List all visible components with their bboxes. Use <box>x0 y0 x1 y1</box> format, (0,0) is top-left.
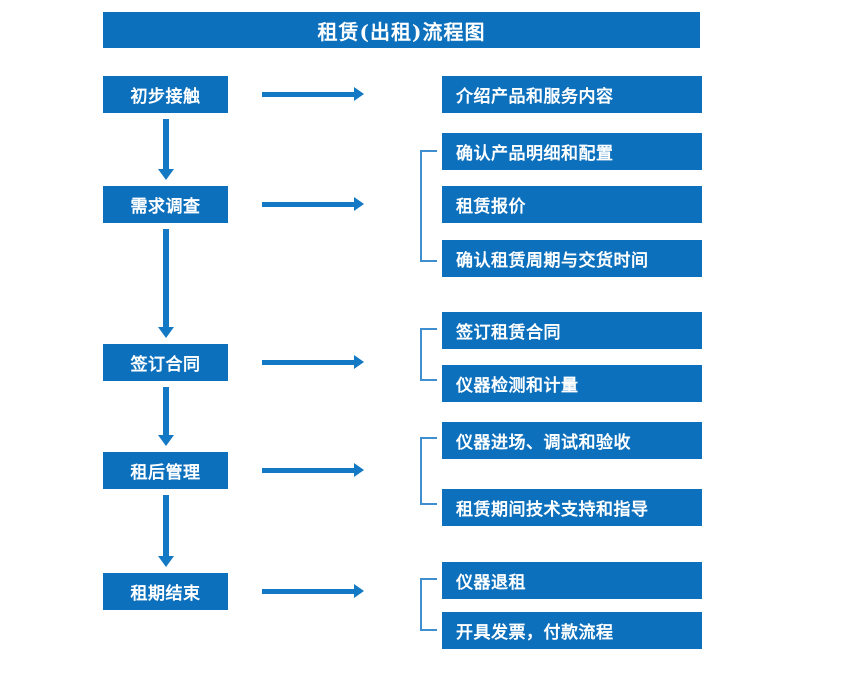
stage-label-3: 签订合同 <box>130 355 201 375</box>
detail-label-6: 仪器检测和计量 <box>456 376 579 396</box>
detail-label-3: 租赁报价 <box>456 197 526 217</box>
flow-arrow-right-4 <box>262 463 364 477</box>
arrow-head-icon <box>354 197 364 211</box>
stage-box-5[interactable]: 租期结束 <box>103 573 228 610</box>
stage-box-2[interactable]: 需求调查 <box>103 186 228 223</box>
group-bracket-3 <box>420 437 437 505</box>
detail-label-8: 租赁期间技术支持和指导 <box>456 500 649 520</box>
flow-arrow-down-1 <box>158 119 174 180</box>
arrow-head-icon <box>354 463 364 477</box>
detail-box-2[interactable]: 确认产品明细和配置 <box>442 133 702 170</box>
arrow-head-icon <box>158 169 174 180</box>
arrow-head-icon <box>158 435 174 446</box>
group-bracket-4 <box>420 578 437 631</box>
detail-box-4[interactable]: 确认租赁周期与交货时间 <box>442 240 702 277</box>
detail-box-5[interactable]: 签订租赁合同 <box>442 312 702 349</box>
detail-box-8[interactable]: 租赁期间技术支持和指导 <box>442 489 702 526</box>
detail-label-2: 确认产品明细和配置 <box>456 144 614 164</box>
arrow-shaft <box>262 589 355 594</box>
flow-arrow-down-3 <box>158 387 174 446</box>
arrow-shaft <box>262 92 355 97</box>
arrow-head-icon <box>354 584 364 598</box>
stage-box-4[interactable]: 租后管理 <box>103 452 228 489</box>
detail-box-1[interactable]: 介绍产品和服务内容 <box>442 76 702 113</box>
stage-box-1[interactable]: 初步接触 <box>103 76 228 113</box>
arrow-head-icon <box>354 87 364 101</box>
flow-arrow-right-2 <box>262 197 364 211</box>
detail-box-7[interactable]: 仪器进场、调试和验收 <box>442 422 702 459</box>
arrow-head-icon <box>158 556 174 567</box>
stage-label-5: 租期结束 <box>130 584 201 604</box>
flow-arrow-down-2 <box>158 229 174 338</box>
stage-label-1: 初步接触 <box>130 87 201 107</box>
detail-label-5: 签订租赁合同 <box>456 323 561 343</box>
stage-label-2: 需求调查 <box>130 197 201 217</box>
arrow-head-icon <box>354 355 364 369</box>
arrow-shaft <box>163 495 169 556</box>
arrow-shaft <box>262 202 355 207</box>
page-title: 租赁(出租)流程图 <box>103 12 700 48</box>
detail-label-10: 开具发票，付款流程 <box>456 623 614 643</box>
flow-arrow-down-4 <box>158 495 174 567</box>
flow-arrow-right-3 <box>262 355 364 369</box>
arrow-shaft <box>262 468 355 473</box>
detail-label-9: 仪器退租 <box>456 573 526 593</box>
arrow-head-icon <box>158 327 174 338</box>
flow-arrow-right-1 <box>262 87 364 101</box>
flow-arrow-right-5 <box>262 584 364 598</box>
arrow-shaft <box>163 387 169 435</box>
arrow-shaft <box>163 229 169 327</box>
detail-box-6[interactable]: 仪器检测和计量 <box>442 365 702 402</box>
group-bracket-2 <box>420 328 437 381</box>
detail-box-10[interactable]: 开具发票，付款流程 <box>442 612 702 649</box>
arrow-shaft <box>163 119 169 169</box>
detail-label-7: 仪器进场、调试和验收 <box>456 433 631 453</box>
detail-box-3[interactable]: 租赁报价 <box>442 186 702 223</box>
stage-box-3[interactable]: 签订合同 <box>103 344 228 381</box>
group-bracket-1 <box>420 150 437 262</box>
detail-box-9[interactable]: 仪器退租 <box>442 562 702 599</box>
detail-label-4: 确认租赁周期与交货时间 <box>456 251 649 271</box>
stage-label-4: 租后管理 <box>130 463 201 483</box>
detail-label-1: 介绍产品和服务内容 <box>456 87 614 107</box>
arrow-shaft <box>262 360 355 365</box>
